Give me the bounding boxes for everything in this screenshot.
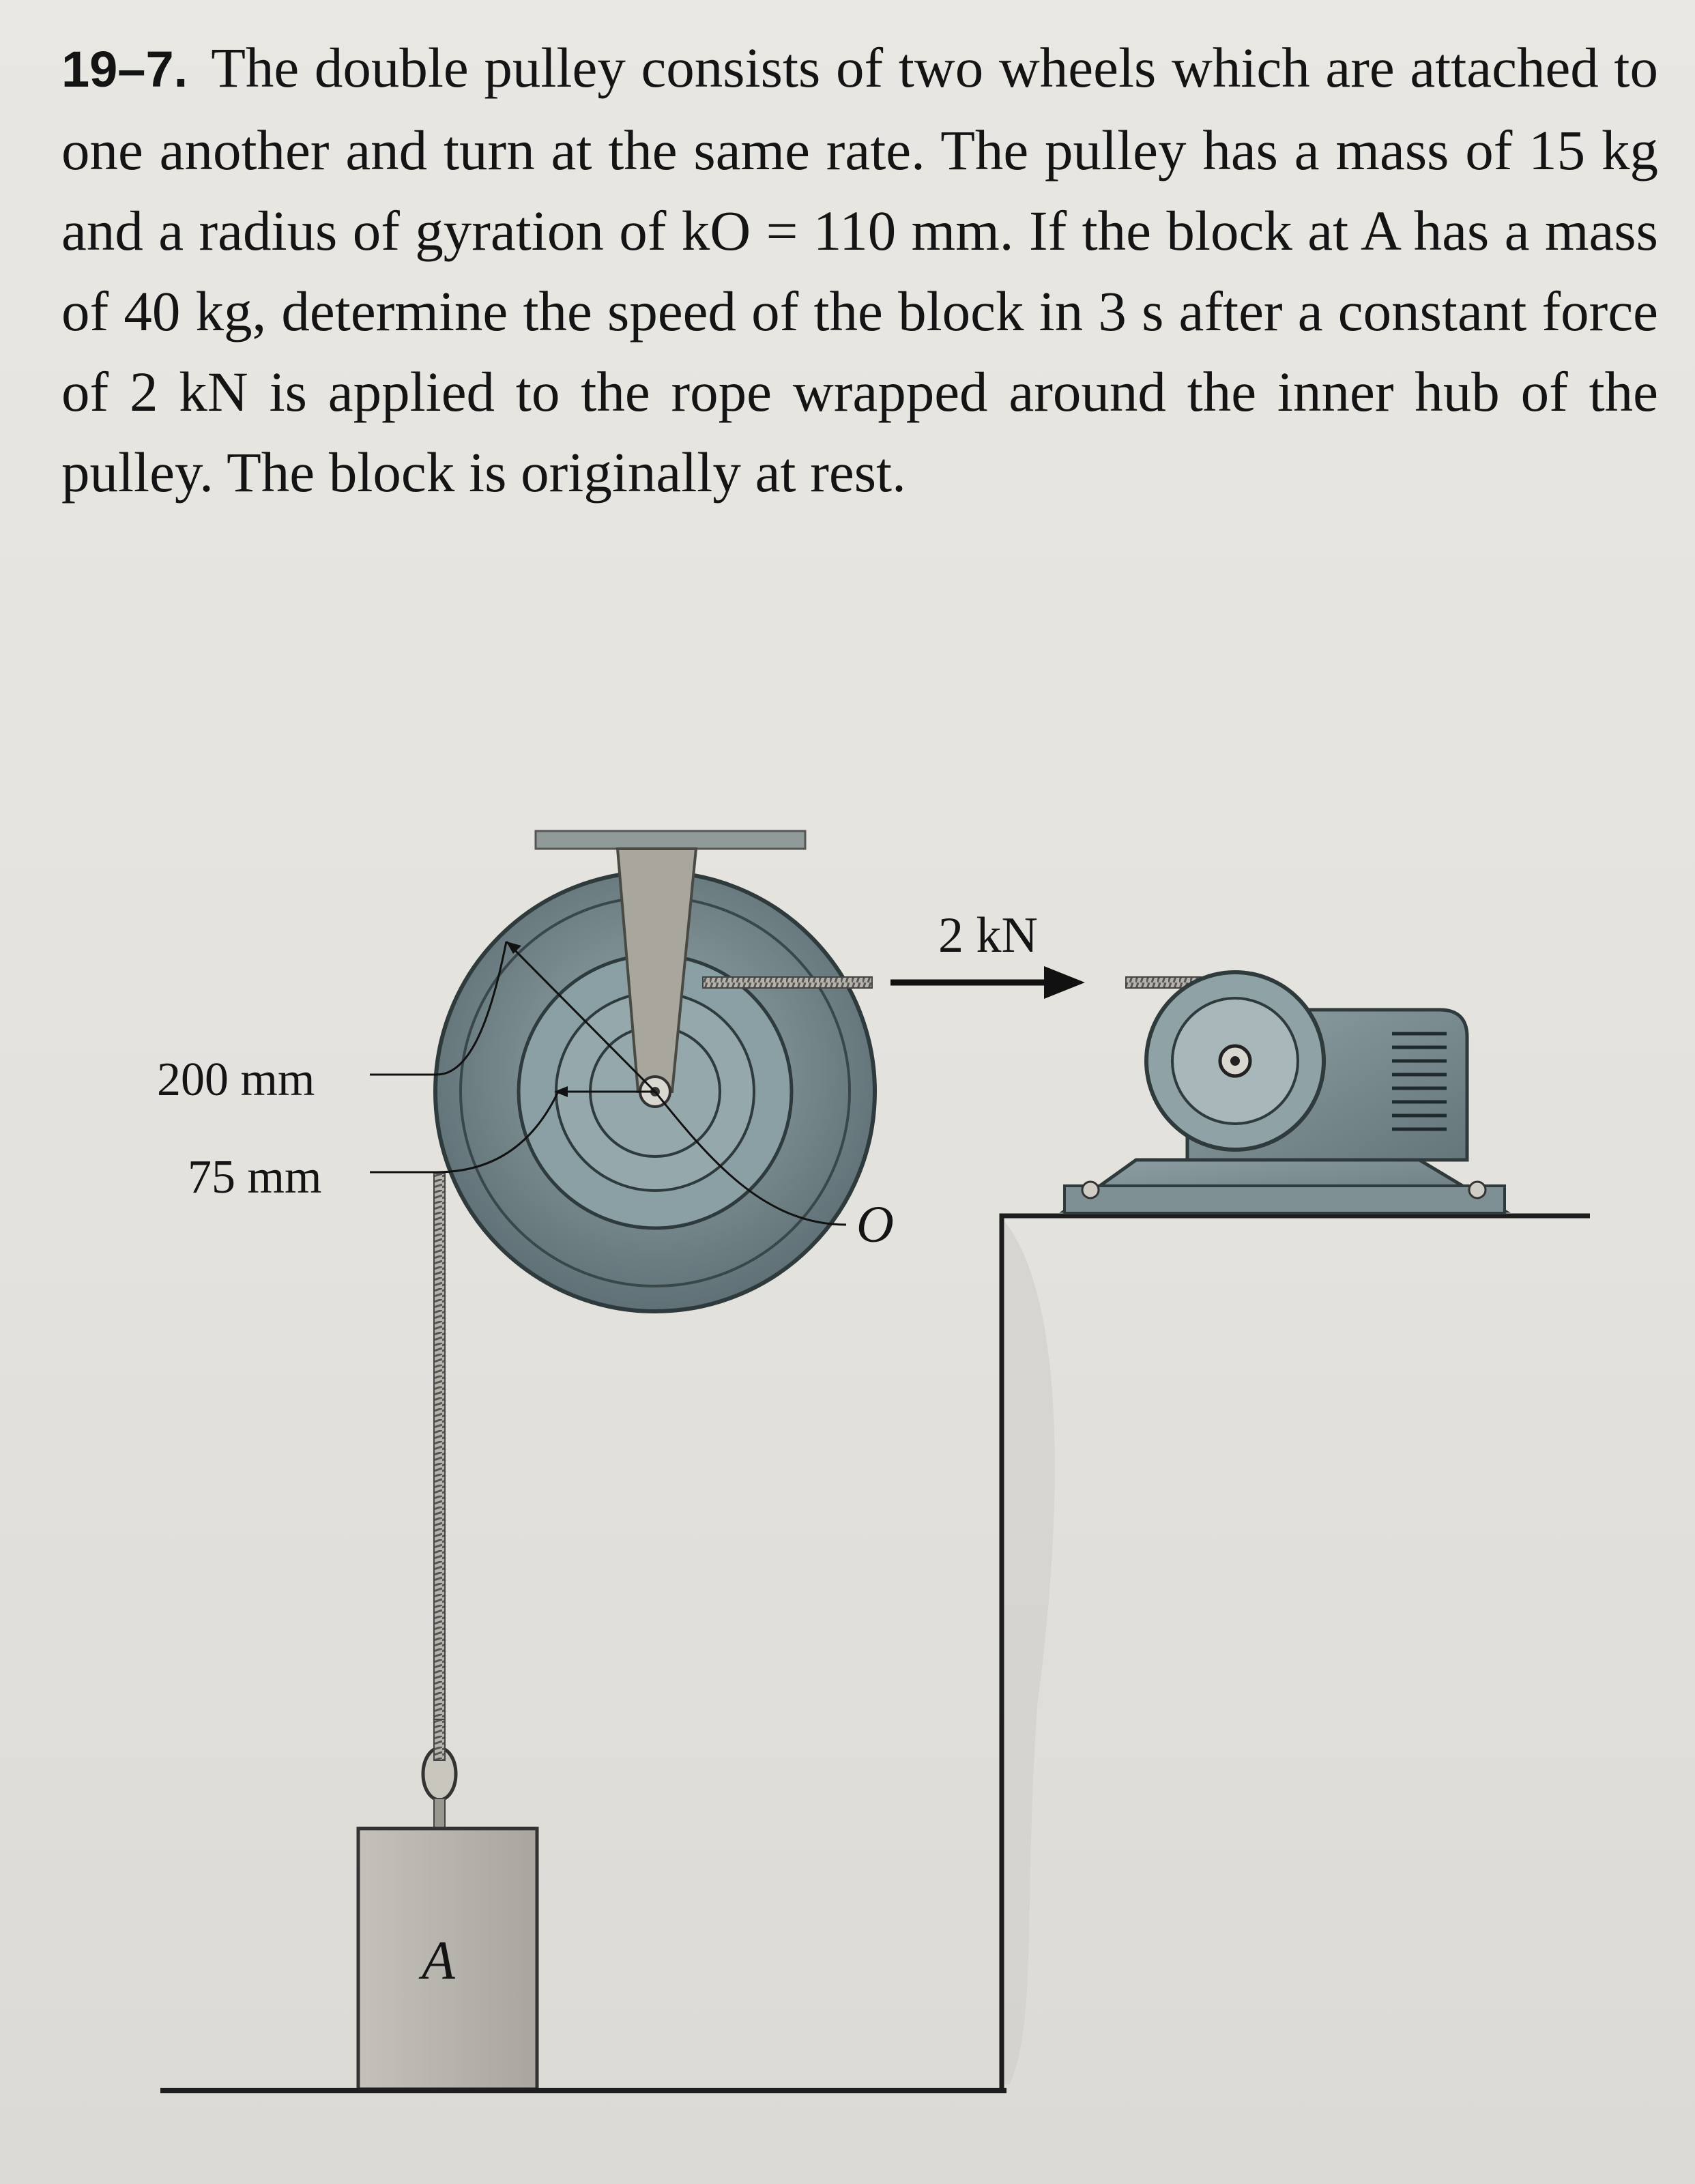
hub-rope — [702, 976, 873, 989]
center-leader — [654, 1091, 847, 1226]
base-bolt-left — [1081, 1180, 1100, 1199]
center-label: O — [856, 1196, 894, 1253]
motor-base-plate — [1063, 1184, 1506, 1214]
support-bracket — [615, 847, 698, 1093]
motor-fins — [1392, 1032, 1447, 1131]
problem-text: The double pulley consists of two wheels… — [61, 36, 1658, 504]
motor-drum-axle-center — [1230, 1056, 1240, 1066]
force-label: 2 kN — [938, 907, 1038, 963]
inner-radius-leader — [370, 1091, 560, 1174]
outer-radius-arrow — [505, 940, 656, 1093]
force-arrowhead — [1044, 966, 1085, 999]
ceiling-plate — [534, 830, 807, 850]
outer-radius-arrowhead — [506, 942, 521, 954]
inner-radius-label: 75 mm — [188, 1151, 321, 1204]
inner-radius-arrowhead — [554, 1086, 568, 1097]
rope-lower — [433, 1719, 446, 1761]
hook-shank — [433, 1798, 446, 1829]
problem-statement: 19–7.The double pulley consists of two w… — [61, 27, 1658, 512]
outer-radius-label: 200 mm — [157, 1053, 315, 1106]
base-bolt-right — [1468, 1180, 1487, 1199]
block-rope — [433, 1173, 446, 1720]
outer-radius-leader — [370, 941, 508, 1076]
problem-number: 19–7. — [61, 41, 188, 98]
ledge-outline — [999, 1213, 1590, 2089]
block-label: A — [418, 1931, 456, 1991]
block-a — [356, 1826, 539, 2091]
ledge-shadow — [1004, 1221, 1055, 2084]
